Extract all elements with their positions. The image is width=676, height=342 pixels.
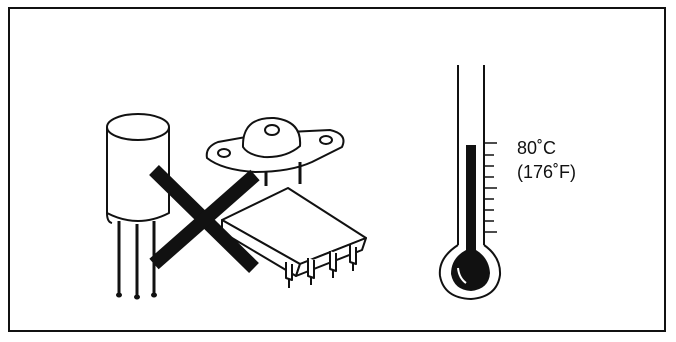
power-transistor-icon — [205, 116, 345, 186]
ic-chip-icon — [221, 187, 367, 288]
cross-mark-icon — [149, 165, 260, 273]
transistor-can-icon — [106, 113, 170, 300]
thermometer-icon — [438, 65, 502, 301]
temperature-celsius-label: 80˚C — [517, 138, 557, 158]
temperature-fahrenheit-label: (176˚F) — [517, 162, 577, 182]
